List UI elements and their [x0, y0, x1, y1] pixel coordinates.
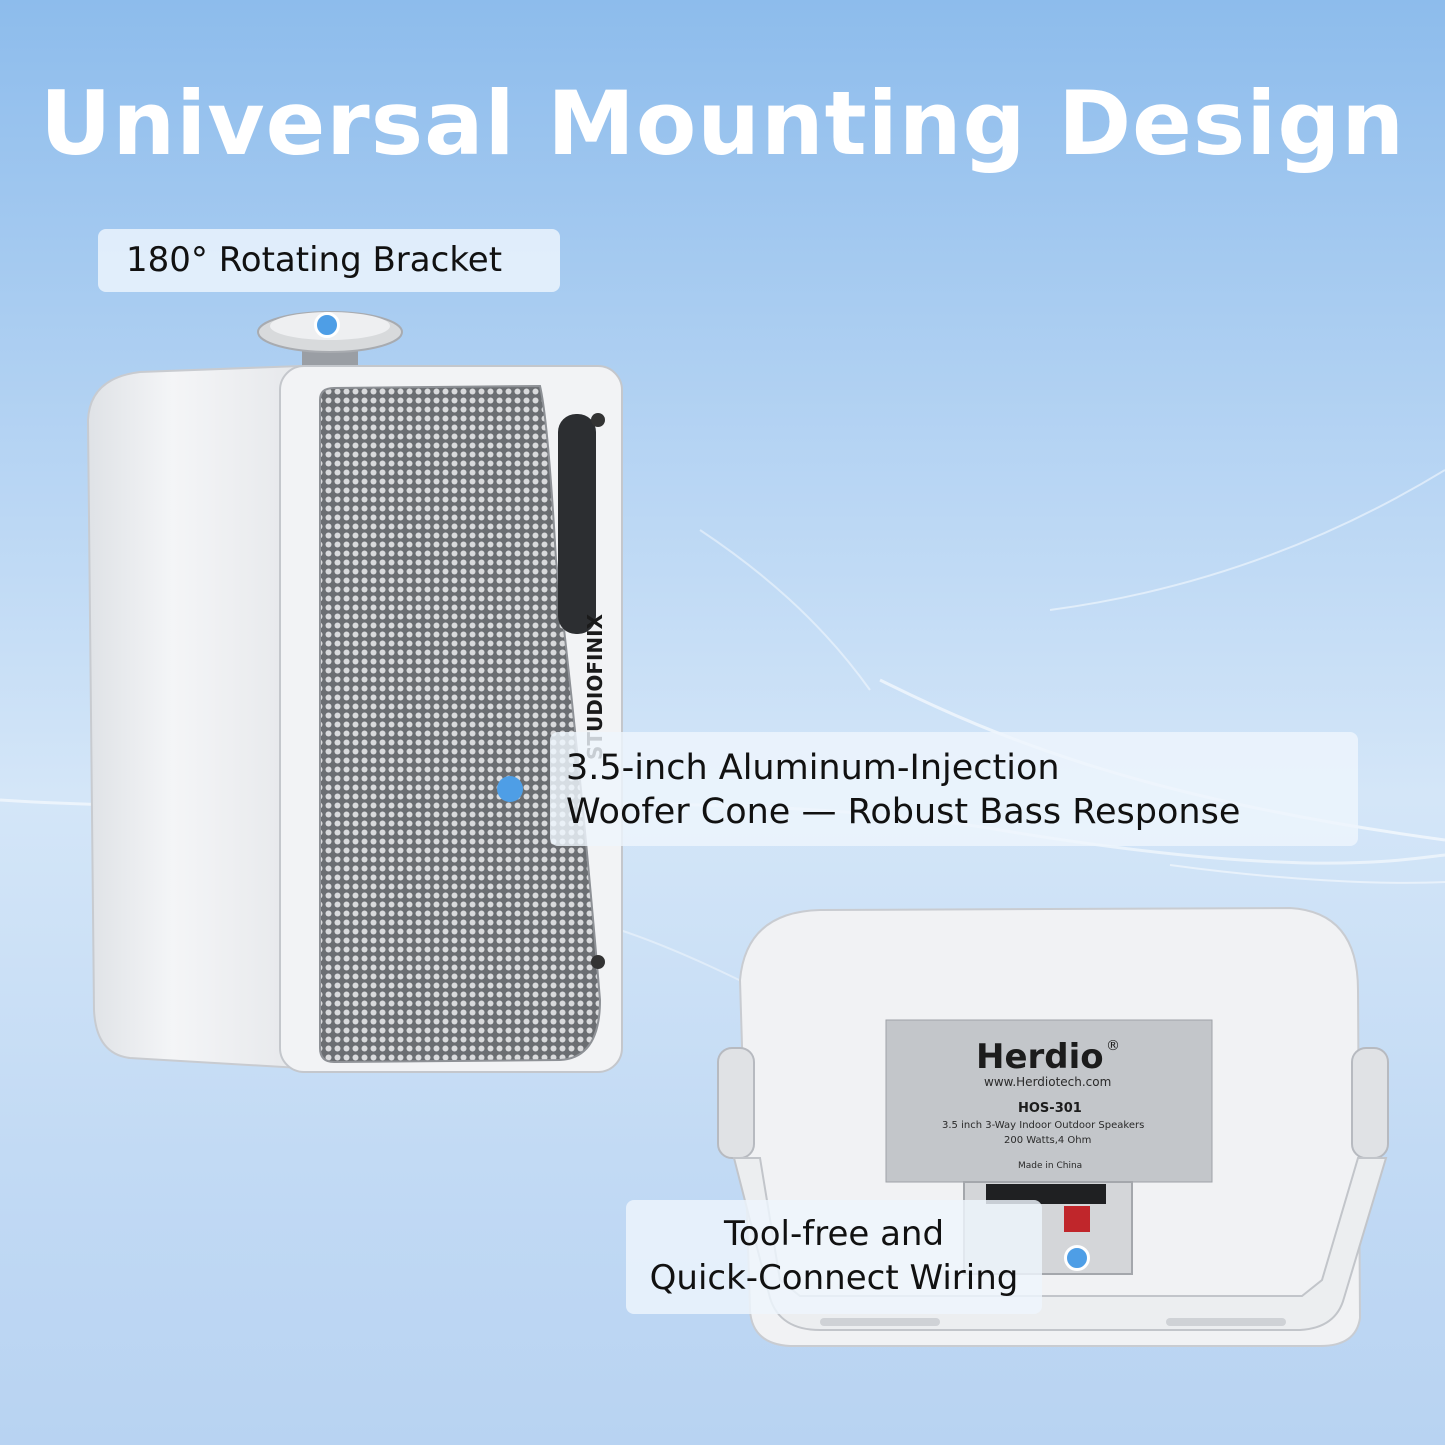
- label-woofer-line1: 3.5-inch Aluminum-Injection: [566, 748, 1060, 788]
- bracket-marker-dot: [314, 312, 340, 338]
- plate-brand: Herdio: [976, 1037, 1104, 1077]
- bass-port: [558, 414, 596, 634]
- label-wiring-line1: Tool-free and: [723, 1214, 945, 1254]
- label-woofer-cone: 3.5-inch Aluminum-Injection Woofer Cone …: [550, 732, 1358, 846]
- plate-website: www.Herdiotech.com: [984, 1075, 1111, 1089]
- terminal-red: [1064, 1206, 1090, 1232]
- plate-specs: 200 Watts,4 Ohm: [1004, 1135, 1091, 1146]
- page-title: Universal Mounting Design: [39, 72, 1406, 175]
- label-woofer-line2: Woofer Cone — Robust Bass Response: [566, 792, 1241, 832]
- plate-registered: ®: [1106, 1038, 1120, 1054]
- wiring-marker-dot: [1064, 1245, 1090, 1271]
- plate-description: 3.5 inch 3-Way Indoor Outdoor Speakers: [942, 1120, 1144, 1131]
- right-knob: [1351, 1047, 1389, 1159]
- plate-model: HOS-301: [1018, 1101, 1082, 1116]
- woofer-marker-dot: [497, 776, 523, 802]
- plate-origin: Made in China: [1018, 1161, 1082, 1171]
- left-knob: [717, 1047, 755, 1159]
- label-plate: [885, 1019, 1213, 1183]
- label-rotating-bracket: 180° Rotating Bracket: [98, 229, 560, 292]
- label-quick-connect-wiring: Tool-free and Quick-Connect Wiring: [626, 1200, 1042, 1314]
- label-rotating-bracket-text: 180° Rotating Bracket: [126, 240, 503, 280]
- label-wiring-line2: Quick-Connect Wiring: [649, 1258, 1019, 1298]
